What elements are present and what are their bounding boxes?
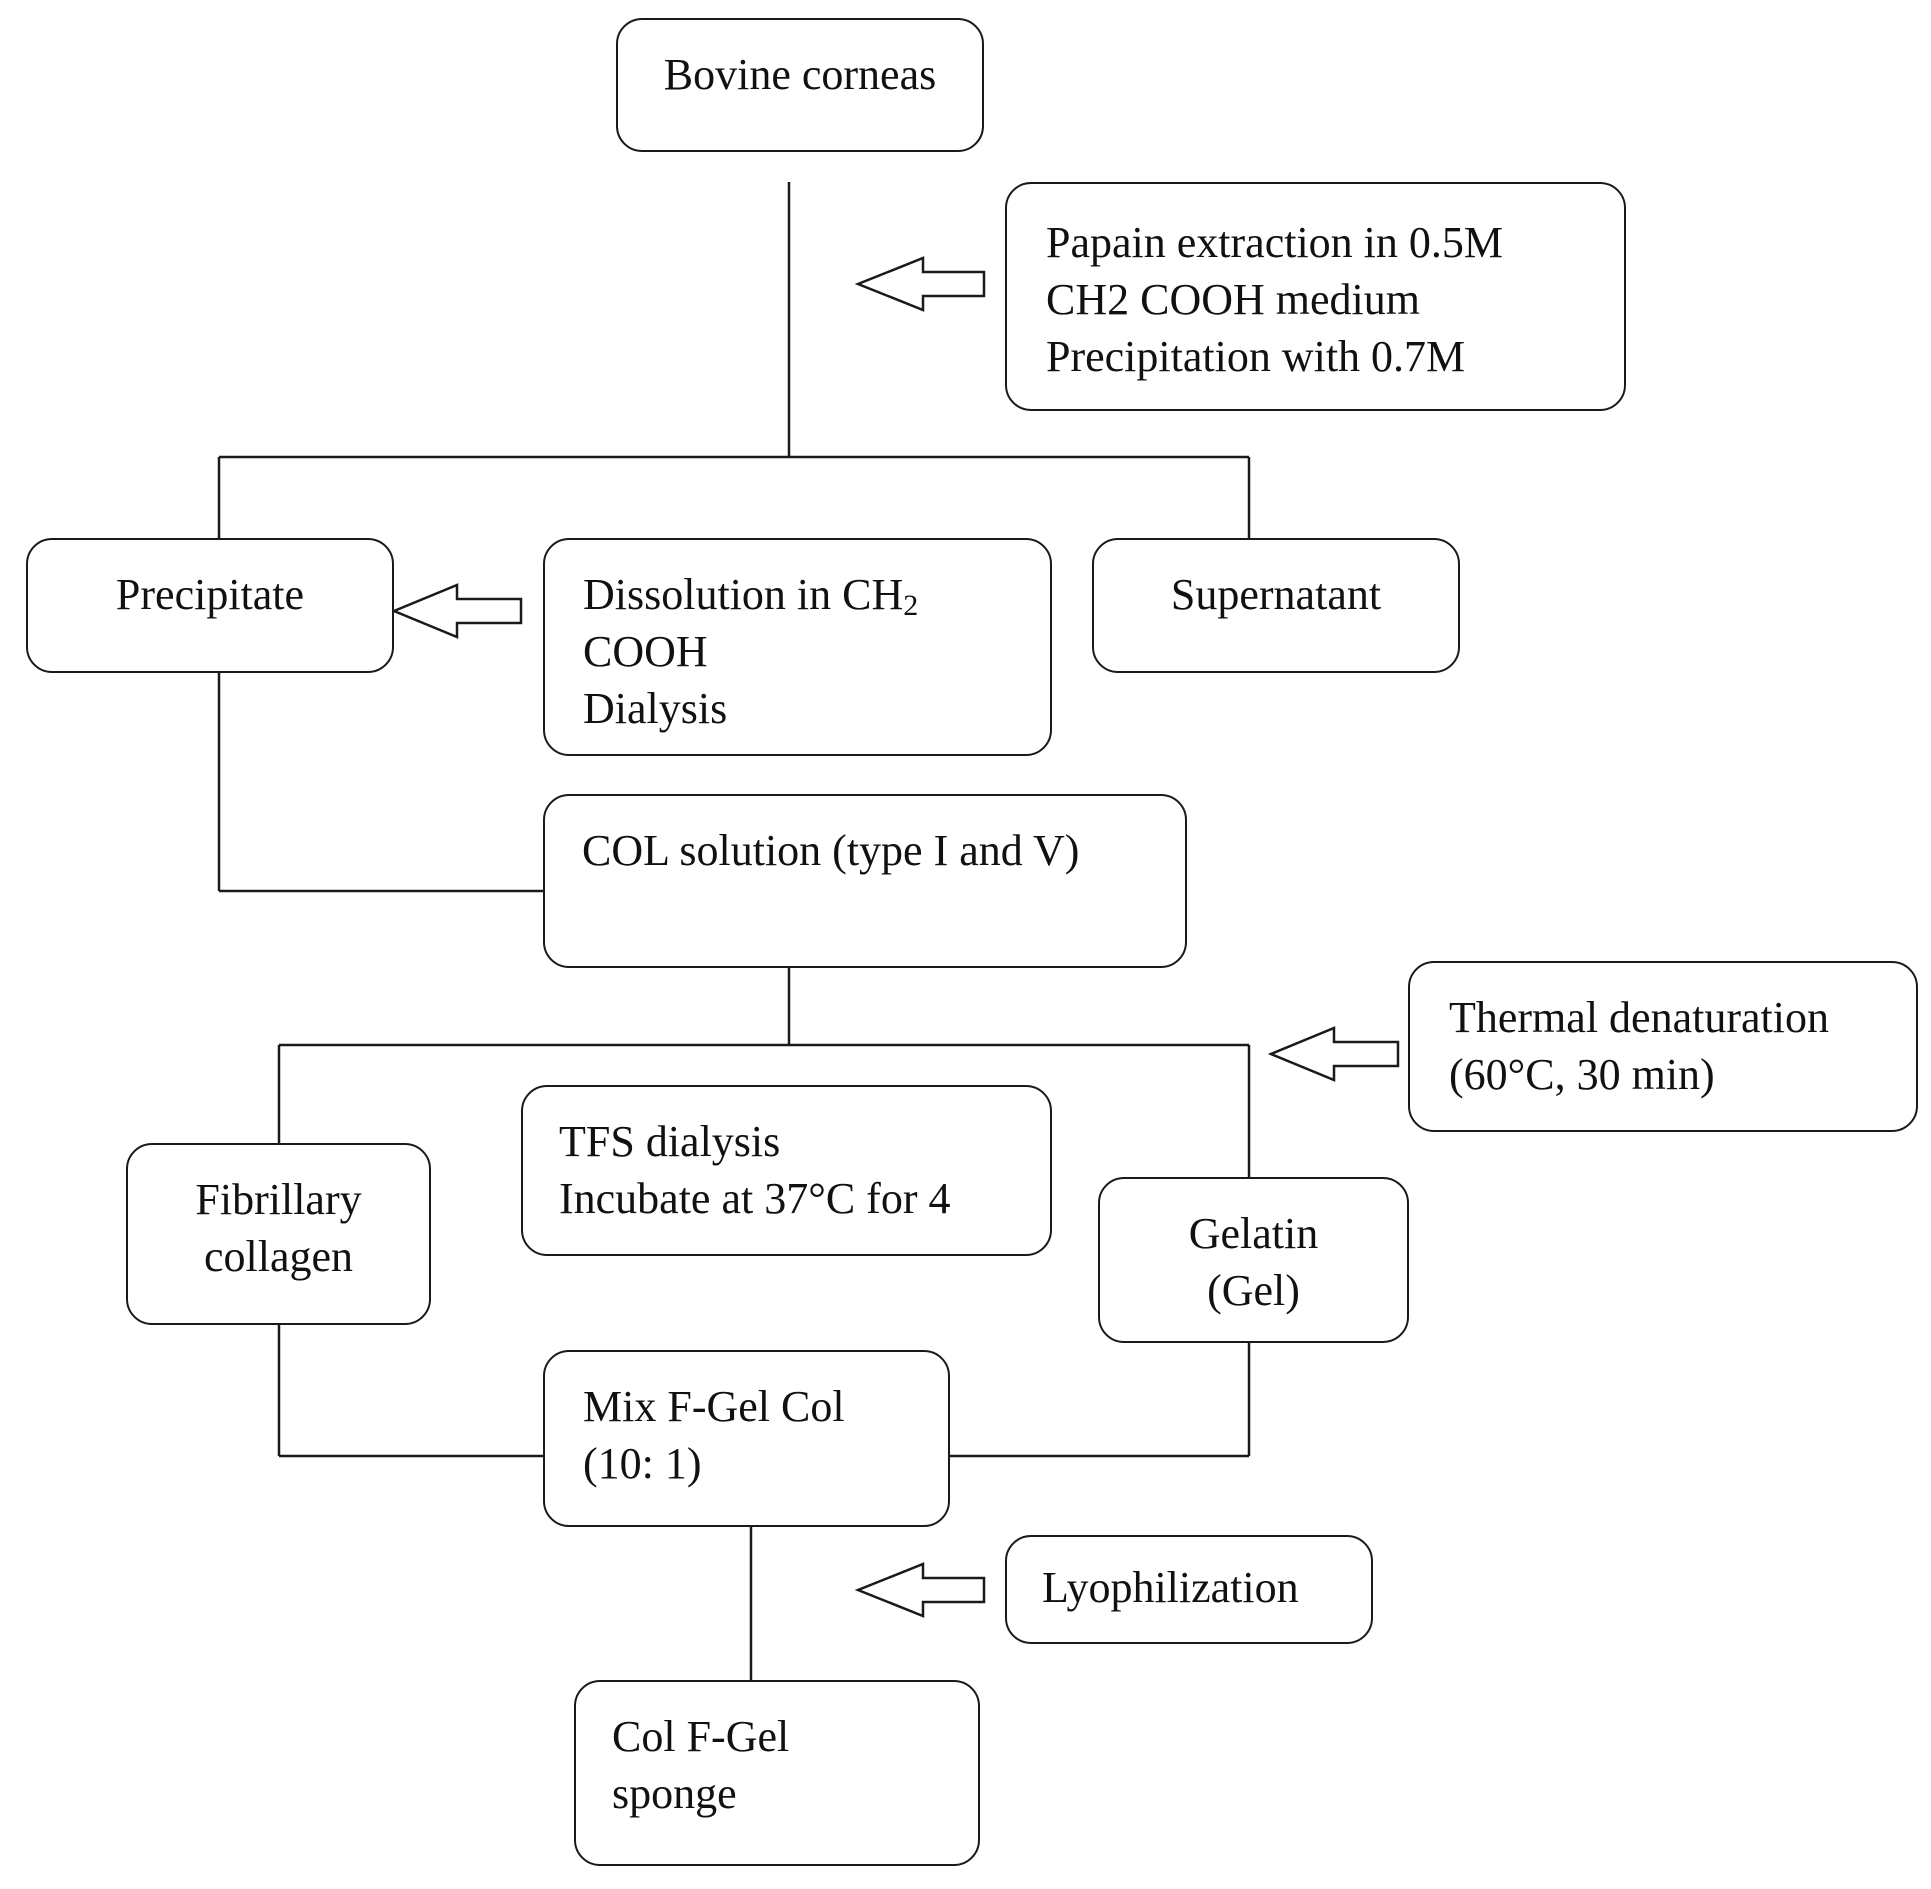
node-col-solution-label: COL solution (type I and V) <box>582 826 1080 875</box>
node-supernatant-label: Supernatant <box>1170 570 1382 619</box>
node-thermal-denaturation: Thermal denaturation (60°C, 30 min) <box>1408 961 1918 1132</box>
node-papain-line-3: Precipitation with 0.7M <box>1046 332 1466 381</box>
node-tfs-dialysis: TFS dialysis Incubate at 37°C for 4 <box>521 1085 1052 1256</box>
node-fibrillary-line-1: Fibrillary <box>195 1175 362 1224</box>
node-dissolution-line-3: Dialysis <box>583 684 728 733</box>
node-lyophilization-label: Lyophilization <box>1042 1563 1299 1612</box>
node-dissolution-line-1: Dissolution in CH2 <box>583 566 1050 623</box>
node-thermal-line-1: Thermal denaturation <box>1449 993 1829 1042</box>
node-bovine-corneas: Bovine corneas <box>616 18 984 152</box>
node-tfs-line-2: Incubate at 37°C for 4 <box>559 1174 951 1223</box>
node-papain-extraction: Papain extraction in 0.5M CH2 COOH mediu… <box>1005 182 1626 411</box>
node-thermal-line-2: (60°C, 30 min) <box>1449 1050 1715 1099</box>
node-precipitate: Precipitate <box>26 538 394 673</box>
node-dissolution-subscript: 2 <box>903 589 919 622</box>
hollow-arrow-thermal <box>1267 1026 1400 1082</box>
node-sponge-line-1: Col F-Gel <box>612 1712 790 1761</box>
node-lyophilization: Lyophilization <box>1005 1535 1373 1644</box>
node-bovine-corneas-label: Bovine corneas <box>663 50 937 99</box>
node-mix: Mix F-Gel Col (10: 1) <box>543 1350 950 1527</box>
node-papain-line-2: CH2 COOH medium <box>1046 275 1420 324</box>
node-col-f-gel-sponge: Col F-Gel sponge <box>574 1680 980 1866</box>
node-dissolution: Dissolution in CH2 COOH Dialysis <box>543 538 1052 756</box>
node-gelatin-line-1: Gelatin <box>1188 1209 1319 1258</box>
hollow-arrow-papain <box>854 256 986 312</box>
node-gelatin: Gelatin (Gel) <box>1098 1177 1409 1343</box>
node-tfs-line-1: TFS dialysis <box>559 1117 781 1166</box>
node-sponge-line-2: sponge <box>612 1769 737 1818</box>
node-col-solution: COL solution (type I and V) <box>543 794 1187 968</box>
node-papain-line-1: Papain extraction in 0.5M <box>1046 218 1504 267</box>
hollow-arrow-lyophilization <box>854 1562 986 1618</box>
node-dissolution-line-1-text: Dissolution in CH <box>583 570 904 619</box>
node-fibrillary-line-2: collagen <box>203 1232 354 1281</box>
node-precipitate-label: Precipitate <box>115 570 305 619</box>
node-dissolution-line-2: COOH <box>583 627 708 676</box>
node-gelatin-line-2: (Gel) <box>1207 1266 1300 1315</box>
node-mix-line-1: Mix F-Gel Col <box>583 1382 845 1431</box>
node-mix-line-2: (10: 1) <box>583 1439 702 1488</box>
node-supernatant: Supernatant <box>1092 538 1460 673</box>
node-fibrillary-collagen: Fibrillary collagen <box>126 1143 431 1325</box>
hollow-arrow-dissolution <box>390 583 523 639</box>
